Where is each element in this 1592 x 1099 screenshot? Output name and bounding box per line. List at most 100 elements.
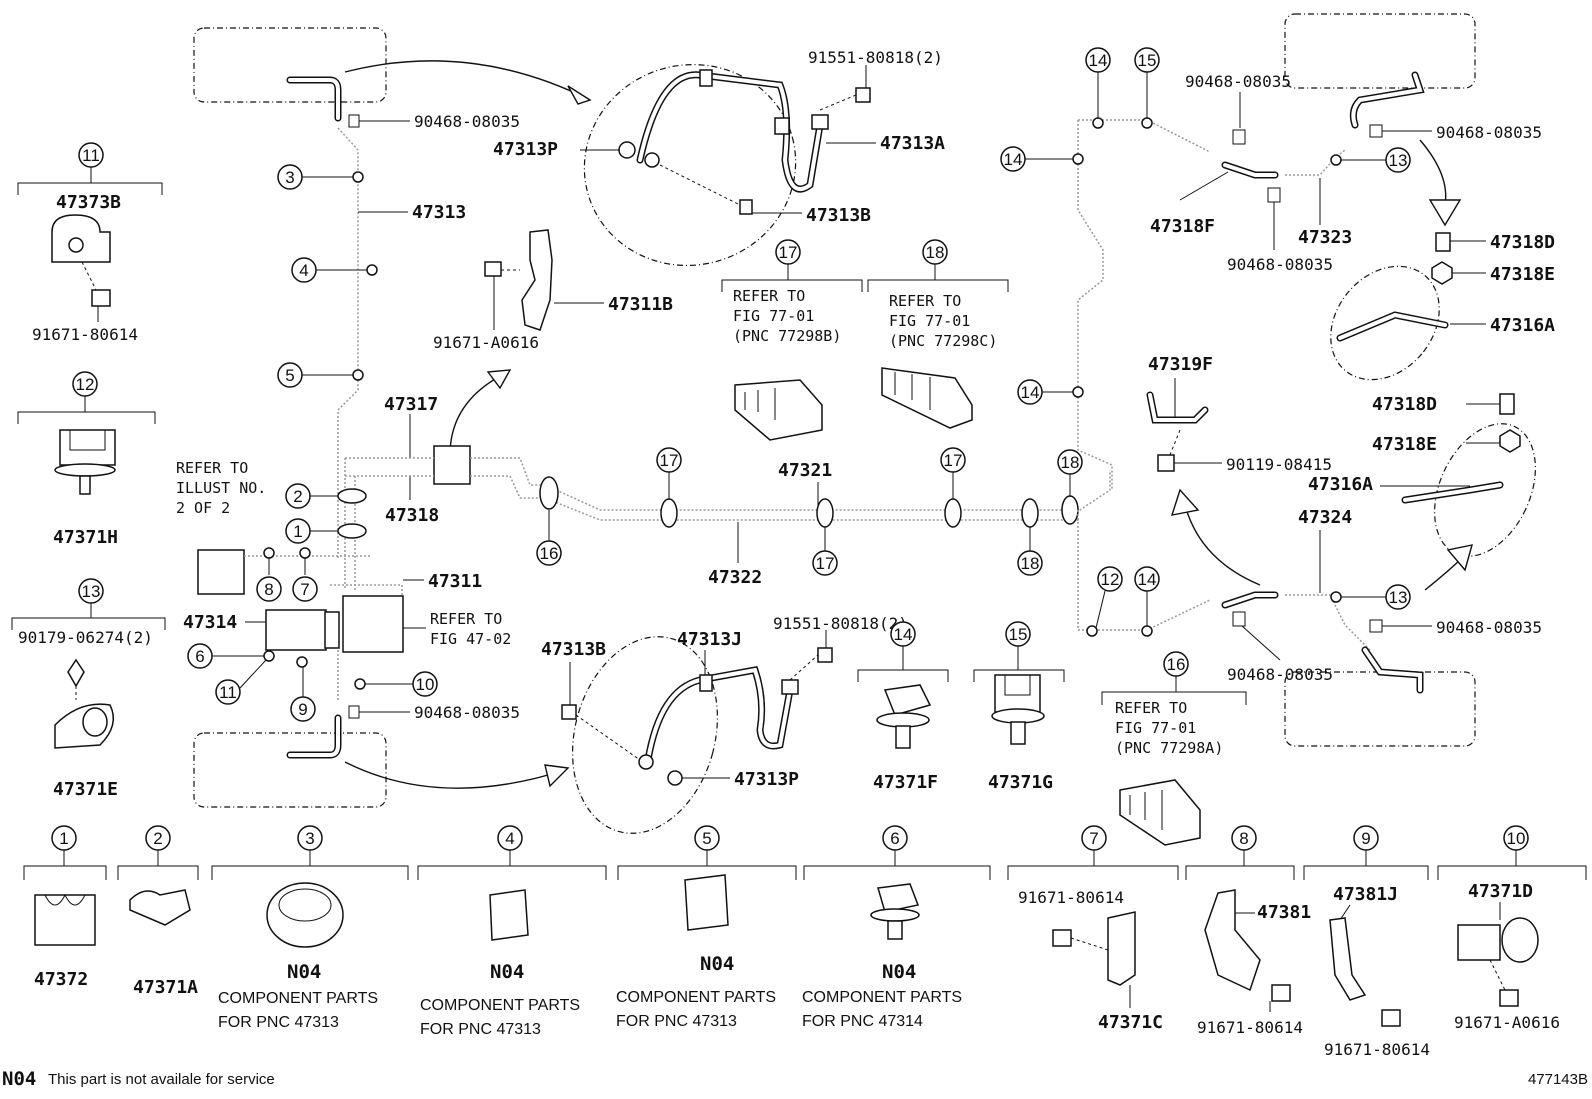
part-label: 47371A [133, 977, 198, 998]
part-label: 90468-08035 [1436, 618, 1542, 637]
clamp-47372-icon [34, 894, 96, 946]
grommet-icon [266, 882, 344, 948]
part-label: 47313B [541, 639, 606, 660]
callout-15: 15 [1138, 51, 1157, 70]
bracket-47381-icon [1204, 889, 1261, 992]
caption: FOR PNC 47313 [218, 1014, 339, 1031]
callout-9: 9 [1361, 829, 1370, 848]
part-label: 47314 [183, 612, 237, 633]
clip-icon [348, 114, 360, 128]
part-label: 47323 [1298, 227, 1352, 248]
part-label: 47322 [708, 567, 762, 588]
actuator-47311 [342, 595, 404, 653]
note-text: REFER TO [176, 459, 248, 477]
part-label: 47311 [428, 571, 482, 592]
callout-12: 12 [76, 375, 95, 394]
callout-17: 17 [944, 451, 963, 470]
part-label: 47373B [56, 192, 121, 213]
part-label: 47313J [677, 629, 742, 650]
callout-11: 11 [219, 683, 237, 702]
part-label: 47371F [873, 772, 938, 793]
callout-16: 16 [540, 544, 559, 563]
callout-5: 5 [702, 829, 711, 848]
callout-14: 14 [1089, 51, 1108, 70]
note-text: FIG 77-01 [733, 307, 814, 325]
bracket-47371C-icon [1107, 911, 1136, 986]
clip-47371H-icon [59, 429, 116, 466]
caption: COMPONENT PARTS [616, 989, 776, 1006]
note-text: (PNC 77298C) [889, 332, 997, 350]
callout-18: 18 [926, 243, 945, 262]
callout-13: 13 [82, 582, 101, 601]
callout-6: 6 [195, 647, 204, 666]
part-label: 91671-A0616 [1454, 1013, 1560, 1032]
part-label: 47313 [412, 202, 466, 223]
callout-4: 4 [299, 261, 308, 280]
note-text: REFER TO [430, 610, 502, 628]
caption: FOR PNC 47313 [616, 1013, 737, 1030]
clamp-47371A-icon [129, 889, 191, 926]
callout-17: 17 [816, 554, 835, 573]
line-47313 [337, 127, 359, 560]
part-label: 47313B [806, 205, 871, 226]
pipe-end-top-left [286, 76, 342, 122]
part-label: 90468-08035 [1185, 72, 1291, 91]
note-text: REFER TO [733, 287, 805, 305]
callout-9: 9 [298, 700, 307, 719]
callout-1: 1 [59, 829, 68, 848]
callout-3: 3 [305, 829, 314, 848]
part-label: 47318D [1490, 232, 1555, 253]
callout-16: 16 [1167, 655, 1186, 674]
callout-7: 7 [1089, 829, 1098, 848]
part-label: 47371E [53, 779, 118, 800]
part-label: 91671-80614 [1018, 888, 1124, 907]
callout-18: 18 [1021, 554, 1040, 573]
part-label: 91551-80818(2) [808, 48, 943, 67]
part-label: 91671-80614 [1197, 1018, 1303, 1037]
note-text: FIG 47-02 [430, 630, 511, 648]
part-label: 47318D [1372, 394, 1437, 415]
hose-detail-oval-top [583, 63, 797, 267]
part-label: 47371G [988, 772, 1053, 793]
part-label: 47317 [384, 394, 438, 415]
callout-14: 14 [1004, 150, 1023, 169]
actuator-47314 [265, 609, 327, 651]
part-label: 90179-06274(2) [18, 628, 153, 647]
part-label: 47318E [1372, 434, 1437, 455]
detail-box-bottom-left [193, 732, 387, 808]
part-label: 47381J [1333, 884, 1398, 905]
part-label: 90468-08035 [1227, 665, 1333, 684]
code-n04: N04 [882, 961, 916, 983]
master-cylinder-box [197, 549, 245, 595]
clamp-77298B-icon [734, 379, 823, 441]
part-label: 47318E [1490, 264, 1555, 285]
part-label: 47311B [608, 294, 673, 315]
clip-47371F-icon [883, 684, 932, 716]
callout-18: 18 [1061, 453, 1080, 472]
part-label: 47313P [493, 139, 558, 160]
code-n04: N04 [287, 961, 321, 983]
callout-7: 7 [300, 580, 309, 599]
note-text: ILLUST NO. [176, 479, 266, 497]
detail-box-top-right [1284, 13, 1476, 89]
detail-box-top-left [193, 27, 387, 103]
code-n04: N04 [700, 953, 734, 975]
part-label: 47381 [1257, 902, 1311, 923]
part-label: 47313A [880, 133, 945, 154]
part-label: 91671-A0616 [433, 333, 539, 352]
bracket-47311B-icon [521, 229, 553, 331]
part-label: 47313P [734, 769, 799, 790]
part-label: 47372 [34, 969, 88, 990]
part-label: 47318 [385, 505, 439, 526]
callout-3: 3 [285, 168, 294, 187]
union-fitting-icon [433, 445, 471, 485]
part-label: 47324 [1298, 507, 1352, 528]
caption: COMPONENT PARTS [218, 990, 378, 1007]
callout-6: 6 [890, 829, 899, 848]
callout-12: 12 [1101, 570, 1120, 589]
clip-component-icon [489, 889, 529, 941]
part-label: 90468-08035 [414, 703, 520, 722]
callout-14: 14 [1138, 570, 1157, 589]
callout-17: 17 [660, 451, 679, 470]
